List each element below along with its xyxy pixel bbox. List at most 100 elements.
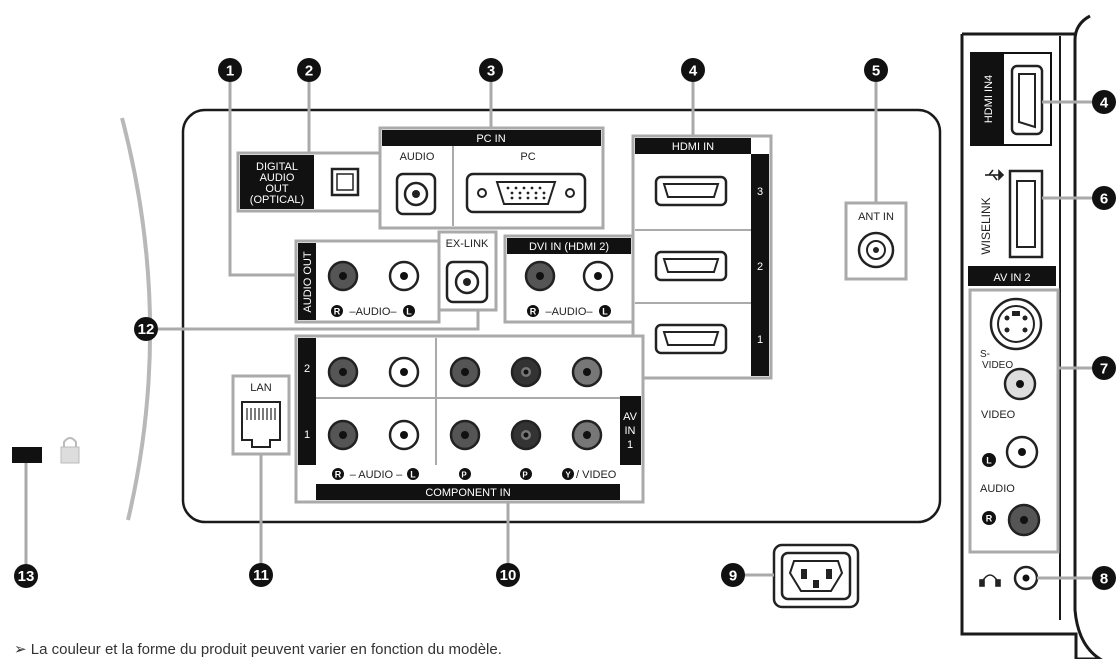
hdmi-num-1: 1 xyxy=(757,334,763,346)
ant-in-label: ANT IN xyxy=(858,211,894,223)
hdmi-port-2 xyxy=(654,250,728,282)
svg-text:8: 8 xyxy=(1100,571,1108,588)
callout-2: 2 xyxy=(297,58,321,82)
audio-out-l-badge: L xyxy=(406,307,412,317)
side-video-label: VIDEO xyxy=(981,409,1016,421)
headphone-icon xyxy=(979,574,1001,587)
dvi-in-label: DVI IN (HDMI 2) xyxy=(529,241,609,253)
kensington-slot xyxy=(12,447,42,463)
callout-8: 8 xyxy=(1092,566,1116,590)
hdmi-in-group: HDMI IN 3 2 1 xyxy=(631,134,773,380)
row-num-2: 2 xyxy=(304,363,310,375)
audio-out-r-badge: R xyxy=(334,307,341,317)
lan-label: LAN xyxy=(250,382,271,394)
s-video-line1: S- xyxy=(980,349,990,360)
svg-text:12: 12 xyxy=(138,321,155,338)
lan-group: LAN xyxy=(231,374,291,456)
y-video-label: / VIDEO xyxy=(576,469,617,481)
digital-audio-out-label-bg xyxy=(240,155,314,209)
svg-text:11: 11 xyxy=(253,567,269,584)
audio-out-audio-label: –AUDIO– xyxy=(349,306,397,318)
pc-in-label: PC IN xyxy=(476,133,505,145)
side-r-badge: R xyxy=(986,514,993,524)
av-in-1-line3: 1 xyxy=(627,439,633,451)
s-video-line2: VIDEO xyxy=(982,360,1013,371)
svg-text:10: 10 xyxy=(500,567,517,584)
leader-lines xyxy=(24,82,1093,580)
hdmi-num-3: 3 xyxy=(757,186,763,198)
note-text: La couleur et la forme du produit peuven… xyxy=(30,641,502,658)
pc-in-group: PC IN AUDIO PC xyxy=(378,126,605,230)
hdmi-port-3 xyxy=(654,175,728,207)
digital-audio-out-line1: DIGITAL xyxy=(256,161,298,173)
callout-10: 10 xyxy=(496,563,520,587)
callout-9: 9 xyxy=(721,563,745,587)
side-audio-label: AUDIO xyxy=(980,483,1015,495)
lan-port xyxy=(241,401,281,448)
component-in-label: COMPONENT IN xyxy=(425,487,510,499)
callouts: 1 2 3 4 5 4 6 7 8 9 10 11 12 13 xyxy=(14,58,1116,590)
callout-13: 13 xyxy=(14,564,38,588)
wiselink-label: WISELINK xyxy=(979,197,993,254)
dvi-audio-label: –AUDIO– xyxy=(545,306,593,318)
usb-icon xyxy=(985,169,1005,181)
av-in-2-label: AV IN 2 xyxy=(993,272,1030,284)
svg-text:3: 3 xyxy=(487,63,495,80)
callout-5: 5 xyxy=(864,58,888,82)
ex-link-group: EX-LINK xyxy=(437,230,498,312)
row-num-1: 1 xyxy=(304,429,310,441)
svg-text:1: 1 xyxy=(226,63,234,80)
pc-label: PC xyxy=(520,151,535,163)
callout-3: 3 xyxy=(479,58,503,82)
callout-4: 4 xyxy=(681,58,705,82)
svg-text:6: 6 xyxy=(1100,191,1108,208)
callout-1: 1 xyxy=(218,58,242,82)
product-variation-note: ➢ La couleur et la forme du produit peuv… xyxy=(14,640,502,658)
side-l-badge: L xyxy=(986,456,992,466)
dvi-l-badge: L xyxy=(602,307,608,317)
ant-in-group: ANT IN xyxy=(844,201,908,281)
av-row-1-jacks xyxy=(327,419,603,451)
callout-4-side: 4 xyxy=(1092,90,1116,114)
power-connector xyxy=(772,543,860,609)
y-badge: Y xyxy=(565,471,571,480)
component-av-in-group: 2 1 AV IN 1 COMPONENT IN R – AUDIO – L xyxy=(294,334,645,504)
av-row-2-jacks xyxy=(327,356,603,388)
dvi-in-group: DVI IN (HDMI 2) R –AUDIO– L xyxy=(503,234,635,324)
hdmi-port-1 xyxy=(654,323,728,355)
callout-11: 11 xyxy=(249,563,273,587)
hdmi-in4-label: HDMI IN4 xyxy=(983,75,995,123)
component-l-badge: L xyxy=(410,470,416,480)
side-panel: HDMI IN4 WISELINK AV IN 2 S- VIDEO VIDEO… xyxy=(960,14,1103,659)
av-in-1-line1: AV xyxy=(623,411,638,423)
lock-icon xyxy=(60,437,80,464)
audio-out-label: AUDIO OUT xyxy=(302,251,314,312)
svg-text:9: 9 xyxy=(729,568,737,585)
callout-7: 7 xyxy=(1092,356,1116,380)
svg-text:7: 7 xyxy=(1100,361,1108,378)
digital-audio-out-line4: (OPTICAL) xyxy=(250,194,304,206)
digital-audio-out-group: DIGITAL AUDIO OUT (OPTICAL) xyxy=(236,151,384,213)
ex-link-label: EX-LINK xyxy=(446,238,489,250)
svg-text:2: 2 xyxy=(305,63,313,80)
pc-audio-label: AUDIO xyxy=(400,151,435,163)
component-r-badge: R xyxy=(335,470,342,480)
svg-text:4: 4 xyxy=(1100,95,1109,112)
av-in-1-line2: IN xyxy=(625,425,636,437)
hdmi-in-label: HDMI IN xyxy=(672,141,714,153)
note-arrow: ➢ xyxy=(14,641,27,658)
svg-text:5: 5 xyxy=(872,63,880,80)
pr-badge: P xyxy=(461,471,467,480)
digital-audio-out-line3: OUT xyxy=(265,183,289,195)
callout-6: 6 xyxy=(1092,186,1116,210)
callout-12: 12 xyxy=(134,317,158,341)
pb-badge: P xyxy=(522,471,528,480)
component-audio-label: – AUDIO – xyxy=(350,469,403,481)
dvi-r-badge: R xyxy=(530,307,537,317)
audio-out-group: AUDIO OUT R –AUDIO– L xyxy=(294,239,441,324)
svg-text:13: 13 xyxy=(18,568,35,585)
svg-text:4: 4 xyxy=(689,63,698,80)
digital-audio-out-line2: AUDIO xyxy=(260,172,295,184)
hdmi-num-2: 2 xyxy=(757,261,763,273)
